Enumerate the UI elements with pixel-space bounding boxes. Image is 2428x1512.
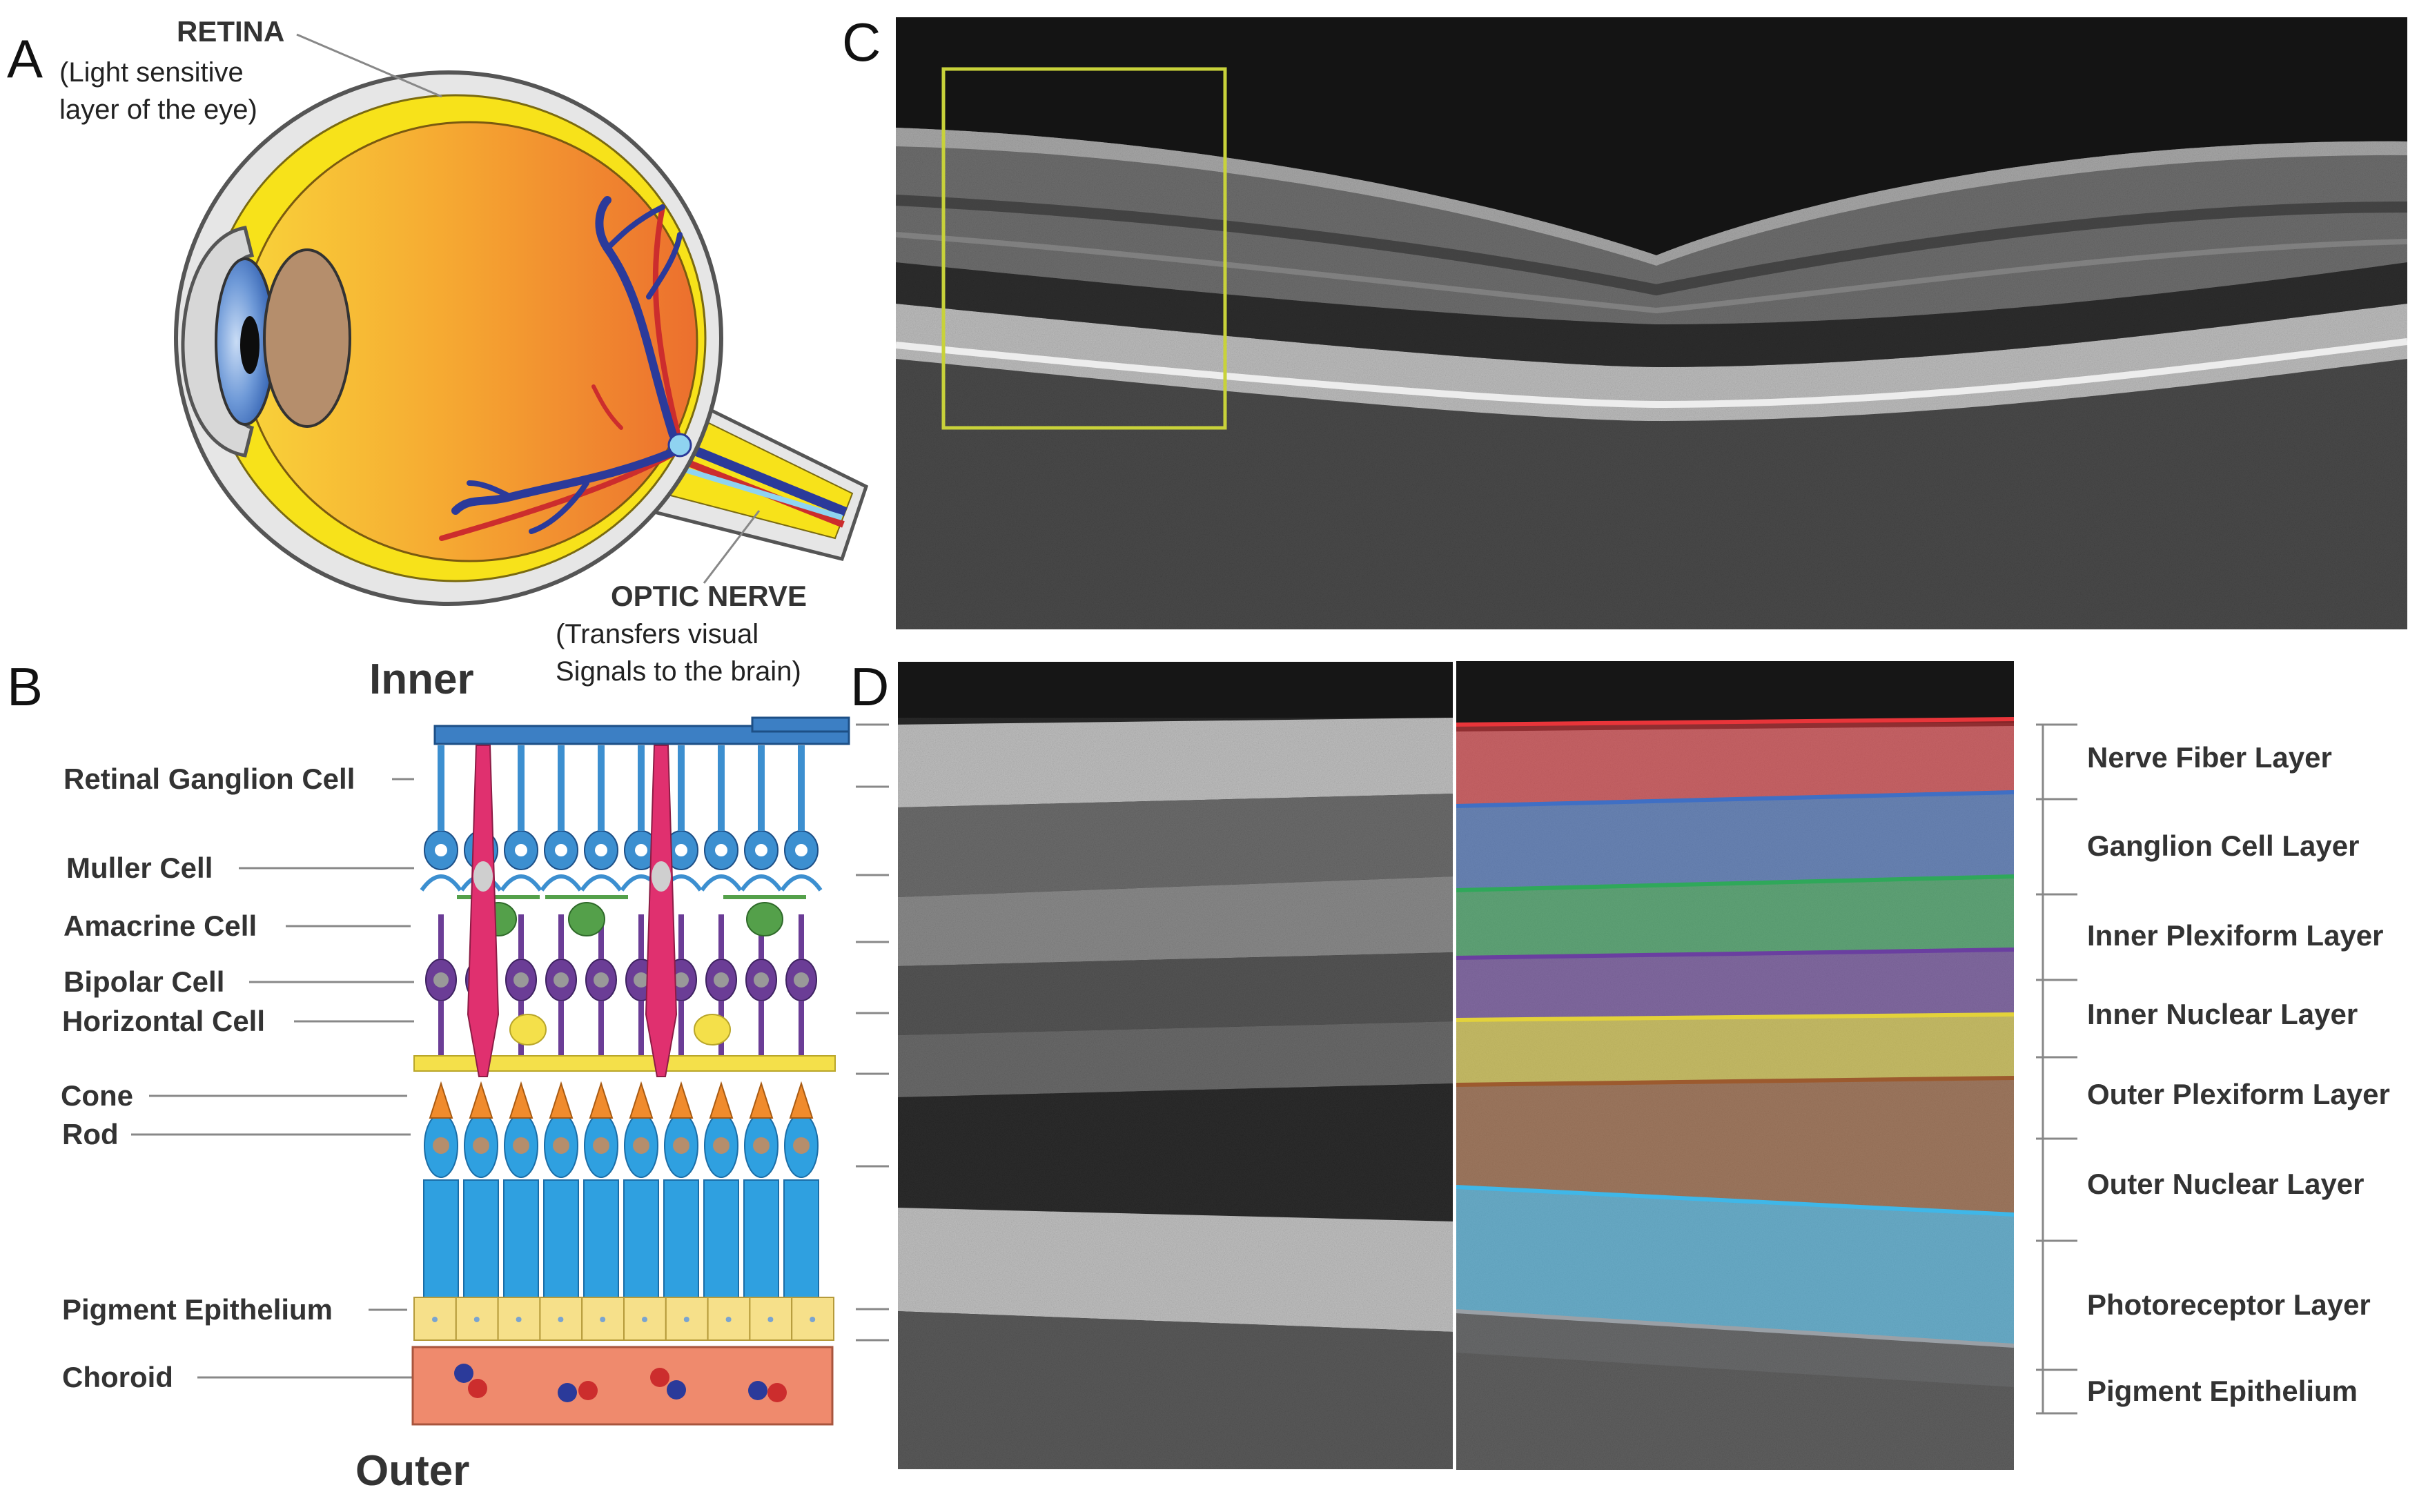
layer-label-6: Photoreceptor Layer: [2087, 1288, 2371, 1321]
cell-label-1: Muller Cell: [66, 852, 213, 884]
b-right-ticks: [856, 723, 889, 1342]
muller-cell: [645, 745, 678, 1077]
layer-label-4: Outer Plexiform Layer: [2087, 1078, 2390, 1110]
blood-vessels: [439, 196, 683, 541]
outer-label: Outer: [355, 1447, 469, 1495]
inner-label: Inner: [369, 656, 474, 703]
amacrine-cell: [568, 902, 605, 936]
seg-band-0: [1456, 719, 2014, 806]
cell-label-0: Retinal Ganglion Cell: [63, 763, 355, 795]
oct-scan-image: [896, 17, 2407, 629]
choroid-blood-cells: [454, 1364, 787, 1402]
lens-shape: [263, 248, 351, 428]
retina-leader: [296, 33, 442, 98]
roi-box: [941, 67, 1227, 430]
cell-columns: [413, 745, 836, 1298]
retina-title: RETINA: [177, 15, 284, 48]
cell-column: [540, 745, 582, 1298]
cell-column: [420, 745, 462, 1298]
horizontal-cell-band: [413, 1055, 836, 1072]
oct-zoom-raw: [897, 661, 1453, 1470]
optic-disc-shape: [667, 433, 692, 458]
cell-label-4: Horizontal Cell: [62, 1005, 265, 1037]
layer-label-7: Pigment Epithelium: [2087, 1375, 2358, 1407]
panel-c-letter: C: [842, 12, 881, 72]
amacrine-cell: [746, 902, 783, 936]
cell-label-7: Pigment Epithelium: [62, 1293, 333, 1326]
seg-boundary-6: [1456, 1185, 2014, 1217]
seg-band-5: [1456, 1078, 2014, 1215]
seg-boundary-7: [1456, 1309, 2014, 1348]
horizontal-cell: [509, 1014, 547, 1045]
seg-band-4: [1456, 1014, 2014, 1085]
pigment-cell: [665, 1297, 709, 1341]
muller-cell: [467, 745, 500, 1077]
seg-band-1: [1456, 792, 2014, 890]
pigment-epithelium-row: [413, 1297, 834, 1341]
oct-zoom-segmented: [1456, 661, 2014, 1470]
layer-label-5: Outer Nuclear Layer: [2087, 1168, 2365, 1200]
layer-label-2: Inner Plexiform Layer: [2087, 919, 2384, 952]
seg-band-3: [1456, 950, 2014, 1020]
cell-label-8: Choroid: [62, 1361, 173, 1393]
optic-nerve-title: OPTIC NERVE: [611, 580, 807, 612]
layer-label-0: Nerve Fiber Layer: [2087, 741, 2332, 774]
segmentation-bands: [1456, 717, 2014, 1387]
seg-boundary-3: [1456, 948, 2014, 960]
cell-column: [780, 745, 823, 1298]
cell-column: [620, 745, 663, 1298]
cell-label-6: Rod: [62, 1118, 119, 1150]
seg-band-7: [1456, 1311, 2014, 1387]
seg-band-6: [1456, 1187, 2014, 1346]
seg-band-2: [1456, 876, 2014, 958]
optic-nerve-desc-1: (Transfers visual: [556, 619, 758, 649]
cell-label-5: Cone: [61, 1079, 133, 1112]
layer-brackets: [2036, 723, 2077, 1415]
seg-boundary-0: [1456, 717, 2014, 727]
panel-b-letter: B: [7, 656, 43, 717]
panel-d: D: [850, 656, 2390, 1471]
cell-column: [740, 745, 783, 1298]
retina-desc-2: layer of the eye): [59, 95, 257, 125]
layer-label-3: Inner Nuclear Layer: [2087, 998, 2358, 1030]
retina-desc-1: (Light sensitive: [59, 57, 244, 88]
panel-a-letter: A: [7, 28, 43, 89]
seg-boundary-2: [1456, 874, 2014, 892]
seg-boundary-5: [1456, 1076, 2014, 1087]
optic-nerve-leader: [703, 510, 761, 584]
cell-label-3: Bipolar Cell: [63, 965, 224, 998]
panel-a: A: [7, 15, 869, 687]
horizontal-cell: [694, 1014, 731, 1045]
pupil-shape: [240, 316, 260, 374]
panel-c: C: [842, 12, 2407, 629]
seg-boundary-1: [1456, 790, 2014, 808]
panel-b: B Inner Outer Retinal Ganglion CellMulle…: [7, 656, 889, 1495]
cell-column: [580, 745, 623, 1298]
panel-d-letter: D: [850, 656, 889, 717]
seg-boundary-4: [1456, 1012, 2014, 1022]
cell-label-2: Amacrine Cell: [63, 910, 257, 942]
optic-nerve-desc-2: Signals to the brain): [556, 656, 801, 687]
layer-label-1: Ganglion Cell Layer: [2087, 829, 2359, 862]
